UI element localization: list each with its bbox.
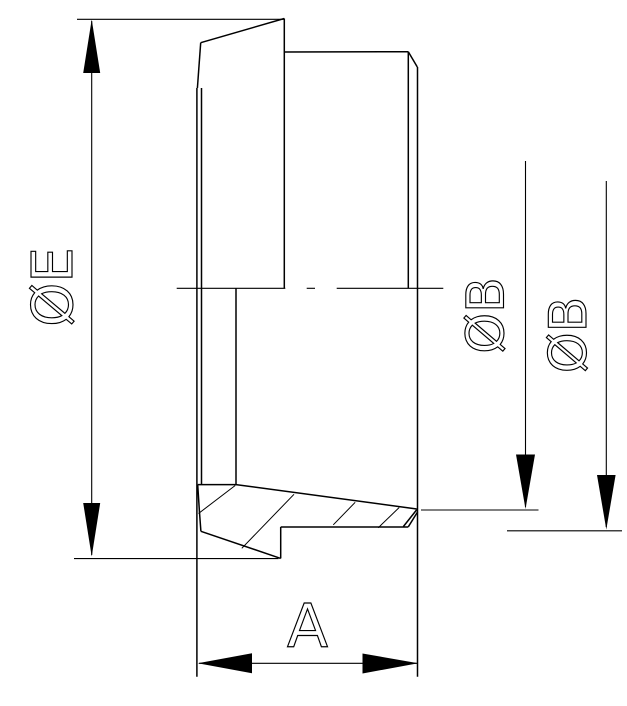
arrowhead-left <box>197 653 252 674</box>
section-hatching <box>198 485 400 549</box>
hatch-line <box>332 501 356 526</box>
dimension-phi-b-2: ØB <box>507 181 622 532</box>
dimension-label-phi-e: ØE <box>21 247 86 326</box>
flange-front-chamfer <box>196 42 202 89</box>
part-outline <box>196 17 419 677</box>
flange-top-edge <box>200 17 285 44</box>
dimension-label-phi-b-1: ØB <box>457 277 517 354</box>
hatch-line <box>241 493 295 549</box>
hatch-line <box>198 485 236 514</box>
thread-end-chamfer <box>407 51 418 68</box>
arrowhead-down <box>83 503 101 557</box>
dimension-phi-b-1: ØB <box>421 161 539 511</box>
arrowhead-down <box>516 454 535 509</box>
dimension-phi-e: ØE <box>21 18 285 560</box>
arrowhead-right <box>362 653 419 674</box>
thread-tip-chamfer-inner <box>407 511 419 528</box>
hatch-line <box>377 507 400 529</box>
dimension-a: A <box>197 591 419 674</box>
tapered-bore-edge <box>235 483 417 510</box>
arrowhead-down <box>597 475 616 530</box>
dimension-label-a: A <box>287 592 328 662</box>
flange-cone-bottom-edge <box>200 530 281 560</box>
arrowhead-up <box>83 19 101 73</box>
thread-tip-chamfer-outer <box>402 509 418 528</box>
section-left-edge <box>196 484 202 532</box>
dimension-label-phi-b-2: ØB <box>539 297 599 374</box>
